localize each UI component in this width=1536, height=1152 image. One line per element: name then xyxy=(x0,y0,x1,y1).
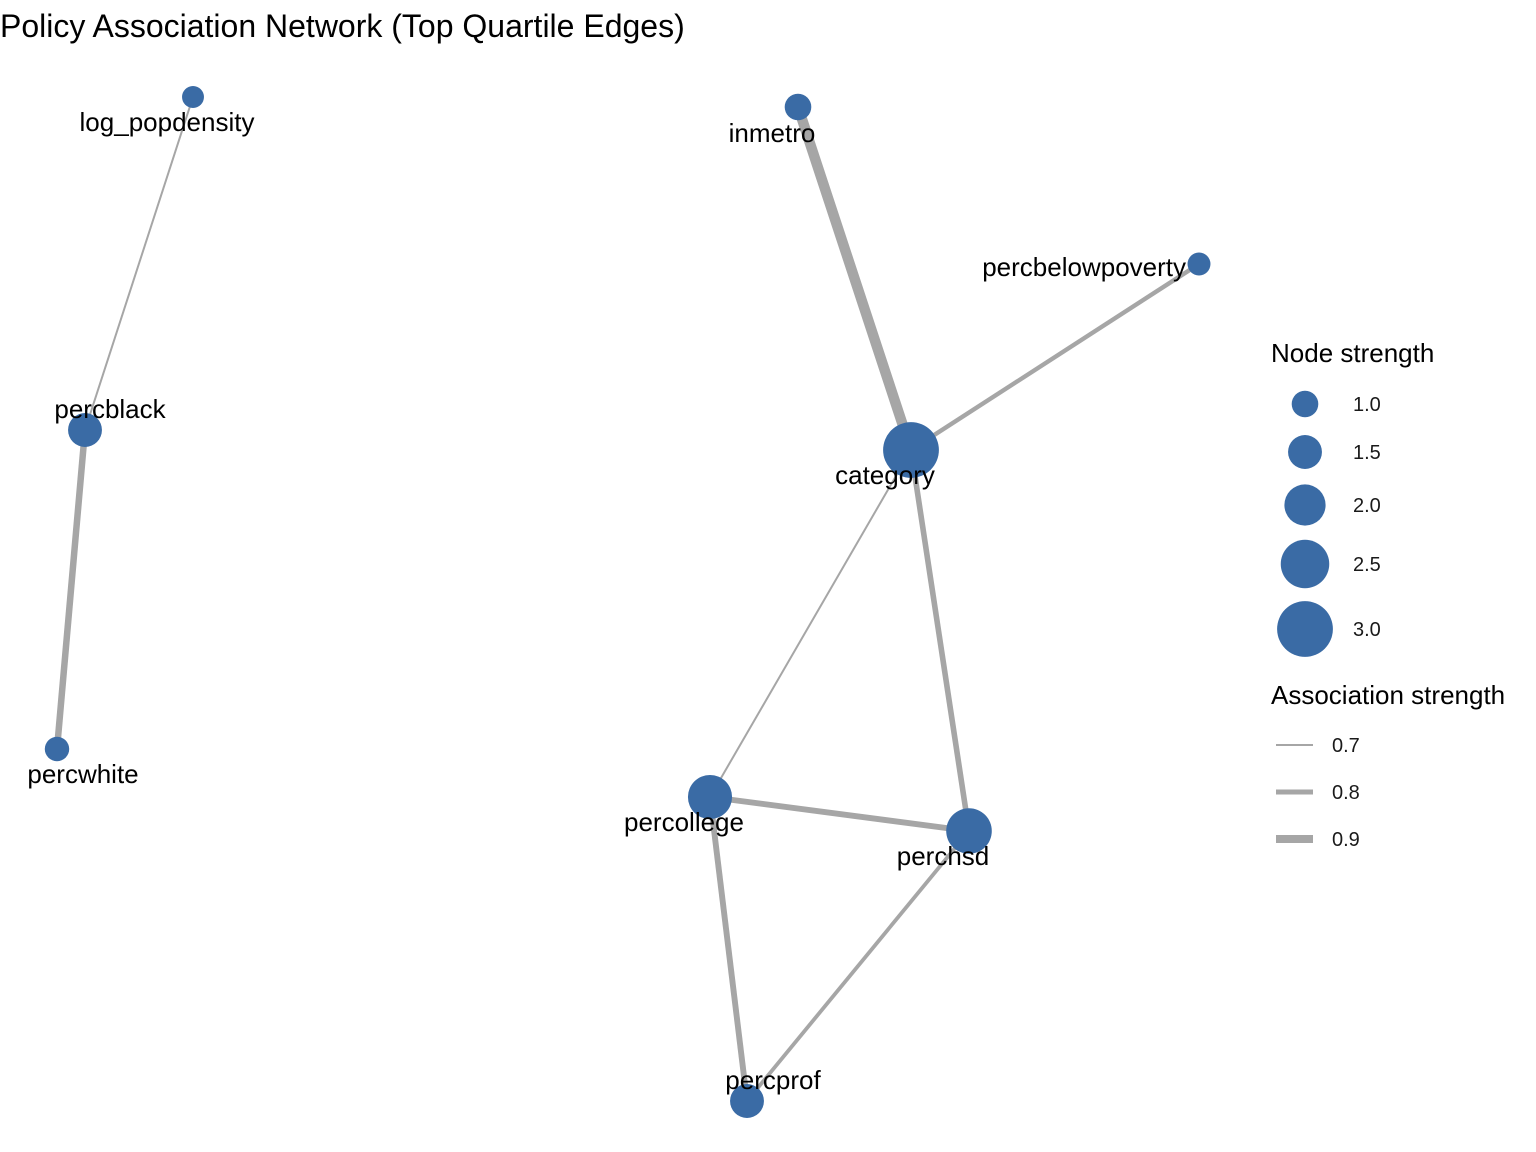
legend-edge-label-1: 0.8 xyxy=(1332,782,1360,804)
node-percprof[interactable] xyxy=(730,1084,764,1118)
edge-category-perchsd xyxy=(908,449,972,832)
node-perchsd[interactable] xyxy=(946,808,992,854)
edge-log_popdensity-percblack xyxy=(84,96,194,431)
node-label-percollege: percollege xyxy=(624,807,744,837)
node-percbelowpoverty[interactable] xyxy=(1187,252,1211,276)
edge-category-percollege xyxy=(709,449,912,798)
node-log_popdensity[interactable] xyxy=(182,86,204,108)
edge-percbelowpoverty-category xyxy=(909,262,1201,452)
legend-node-key-4 xyxy=(1277,601,1333,657)
node-layer xyxy=(44,86,1211,1118)
edge-inmetro-category xyxy=(793,105,916,452)
legend-node-key-2 xyxy=(1284,484,1326,526)
edge-layer xyxy=(53,96,1201,1103)
edge-percollege-percprof xyxy=(707,796,750,1102)
node-label-inmetro: inmetro xyxy=(729,118,816,148)
node-label-log_popdensity: log_popdensity xyxy=(80,107,255,137)
label-layer: log_popdensity percblack percwhite inmetro p… xyxy=(27,107,1186,1095)
legend-node-title: Node strength xyxy=(1271,338,1434,368)
node-label-percprof: percprof xyxy=(725,1065,821,1095)
legend-edge-label-2: 0.9 xyxy=(1332,829,1360,851)
node-percblack[interactable] xyxy=(68,413,102,447)
legend-node-label-1: 1.5 xyxy=(1353,442,1381,464)
node-inmetro[interactable] xyxy=(784,93,812,121)
chart-title: Policy Association Network (Top Quartile… xyxy=(0,8,685,44)
legend-node-key-1 xyxy=(1288,435,1322,469)
legend-node-label-0: 1.0 xyxy=(1353,394,1381,416)
edge-percblack-percwhite xyxy=(53,429,89,750)
node-label-percwhite: percwhite xyxy=(27,759,138,789)
node-label-percblack: percblack xyxy=(54,394,166,424)
node-label-percbelowpoverty: percbelowpoverty xyxy=(982,252,1186,282)
legend-node-label-3: 2.5 xyxy=(1353,554,1381,576)
legend-node-label-2: 2.0 xyxy=(1353,495,1381,517)
node-label-perchsd: perchsd xyxy=(897,841,990,871)
legend-node-key-0 xyxy=(1291,390,1319,418)
legend-node-key-3 xyxy=(1280,539,1330,589)
node-percollege[interactable] xyxy=(687,774,733,820)
legend: Node strength 1.0 1.5 2.0 2.5 3.0Association … xyxy=(1271,338,1505,851)
legend-node-label-4: 3.0 xyxy=(1353,619,1381,641)
legend-edge-label-0: 0.7 xyxy=(1332,735,1360,757)
node-percwhite[interactable] xyxy=(44,736,70,762)
edge-percollege-perchsd xyxy=(709,794,970,834)
legend-edge-title: Association strength xyxy=(1271,680,1505,710)
node-label-category: category xyxy=(835,460,935,490)
node-category[interactable] xyxy=(883,422,939,478)
edge-perchsd-percprof xyxy=(745,829,971,1103)
